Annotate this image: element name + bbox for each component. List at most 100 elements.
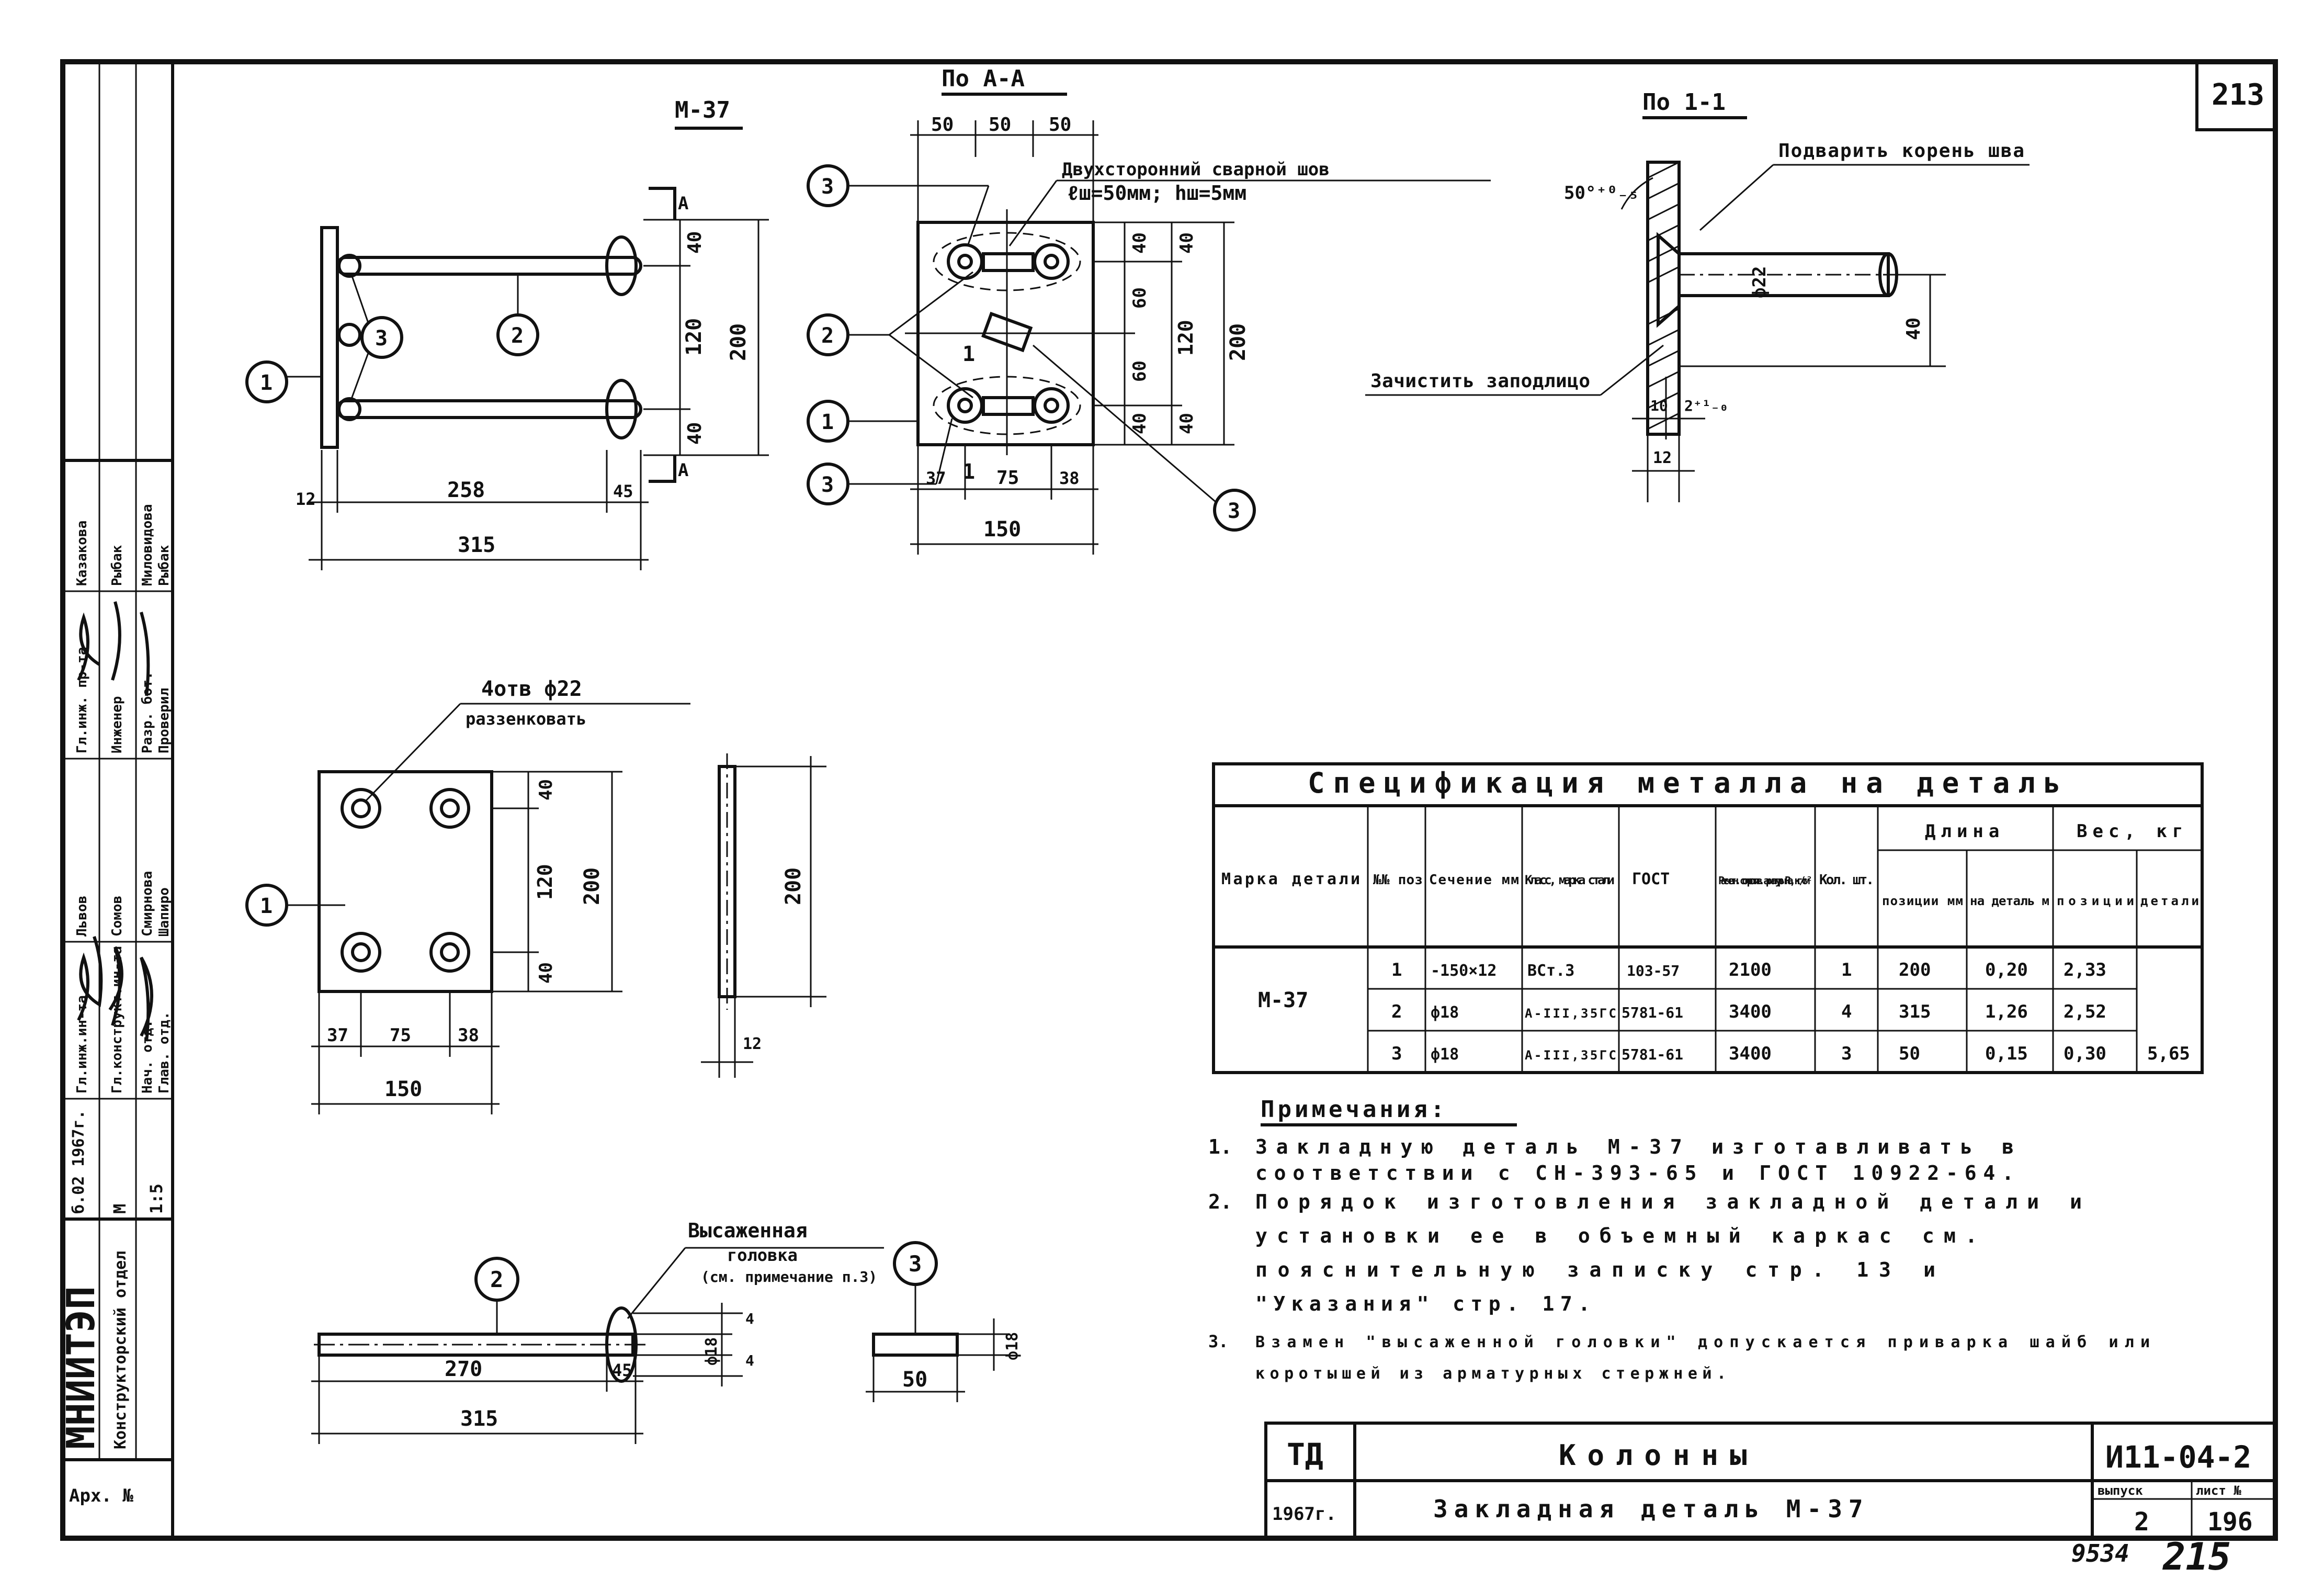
- dim-aa-right-a: 40: [1129, 413, 1150, 434]
- dim-m37-total: 315: [458, 533, 495, 557]
- dim-plate-total-v: 200: [580, 867, 604, 905]
- bar-d4b: 4: [745, 1352, 754, 1369]
- dim-plate-h: 75: [390, 1025, 411, 1046]
- spec-cell: ф18: [1431, 1003, 1459, 1022]
- bar-d4a: 4: [745, 1310, 754, 1327]
- clean-note: Зачистить заподлицо: [1370, 370, 1590, 392]
- spec-h-mark: Марка детали: [1221, 870, 1360, 888]
- dim-aa-right-a: 60: [1129, 287, 1150, 309]
- dim-m37-h2: 120: [682, 318, 706, 356]
- note-line: пояснительную записку стр. 13 и: [1255, 1258, 1935, 1281]
- stamp-name: Львов: [74, 896, 90, 937]
- spec-cell: 3: [1841, 1043, 1852, 1064]
- note-line: Взамен "высаженной головки" допускается …: [1255, 1333, 2150, 1351]
- tb-title1: Колонны: [1559, 1439, 1759, 1472]
- dim-m37-len2: 45: [613, 481, 633, 501]
- callout-1: 1: [260, 371, 273, 395]
- tb-sheet-label: лист №: [2196, 1483, 2241, 1498]
- stamp-name: Казакова: [74, 521, 90, 586]
- tb-issue: 2: [2134, 1507, 2149, 1537]
- bar-dia: ф18: [702, 1337, 721, 1366]
- dim-aa-top: 50: [989, 114, 1011, 136]
- note-line: соответствии с СН-393-65 и ГОСТ 10922-64…: [1255, 1162, 2014, 1185]
- dim-aa-top: 50: [931, 114, 954, 136]
- view-washer: 3 ф18 50: [866, 1241, 1022, 1402]
- spec-h-w-pos: позиции: [2057, 894, 2134, 908]
- head-label: Высаженная: [688, 1219, 808, 1242]
- dim-aa-top: 50: [1049, 114, 1071, 136]
- spec-cell: 2100: [1729, 960, 1772, 980]
- spec-h-weight: Вес, кг: [2077, 821, 2188, 842]
- spec-title: Спецификация металла на деталь: [1308, 766, 2069, 799]
- view-plate: 4отв ф22 раззенковать 1 40 120 40 200 3: [245, 677, 826, 1114]
- note-line: "Указания" стр. 17.: [1255, 1292, 1590, 1315]
- stamp-role: Глав. отд.: [156, 1011, 172, 1093]
- spec-cell: 5781-61: [1622, 1004, 1683, 1021]
- spec-cell: 4: [1841, 1001, 1852, 1022]
- spec-cell: -150×12: [1431, 962, 1497, 980]
- spec-cell: 3: [1391, 1043, 1402, 1064]
- spec-h-section: Сечение мм: [1429, 872, 1519, 888]
- head-note: (см. примечание п.3): [701, 1268, 877, 1285]
- stamp-name: Шапиро: [156, 887, 172, 937]
- dim-aa-right-a: 60: [1129, 360, 1150, 382]
- notes-title: Примечания:: [1261, 1096, 1447, 1123]
- countersink-note: раззенковать: [466, 709, 586, 729]
- dim-m37-len1: 258: [447, 478, 485, 502]
- section-aa-title: По А-А: [942, 65, 1025, 92]
- spec-cell: 1: [1391, 960, 1402, 980]
- spec-cell: 0,20: [1985, 960, 2028, 980]
- dim-plate-h: 37: [327, 1025, 348, 1046]
- spec-h-resist: Расчетн. сопротив. арматуры Ra, кг/см²: [1718, 874, 1812, 887]
- aa-callout-2: 2: [821, 324, 834, 348]
- stamp-name: Рыбак: [109, 545, 125, 586]
- notes: Примечания: 1. Закладную деталь М-37 изг…: [1208, 1096, 2150, 1383]
- bar-callout: 2: [490, 1267, 503, 1292]
- side-stamp: Арх. № МНИИТЭП Конструкторский отдел б.0…: [59, 62, 173, 1506]
- stamp-name: Рыбак: [156, 545, 172, 586]
- tb-sheet: 196: [2207, 1507, 2253, 1537]
- spec-cell: 2,33: [2064, 960, 2106, 980]
- spec-cell: 200: [1899, 960, 1931, 980]
- weld-root-note: Подварить корень шва: [1778, 140, 2024, 162]
- view-m37-title: М-37: [675, 97, 730, 123]
- bar-len2: 45: [612, 1360, 632, 1380]
- view-bar: 2 Высаженная головка (см. примечание п.3…: [311, 1219, 884, 1444]
- dim-plate-h: 38: [458, 1025, 479, 1046]
- plate-callout: 1: [260, 894, 273, 918]
- dim-aa-total-h: 200: [1226, 323, 1250, 361]
- dim-aa-right-b: 40: [1176, 232, 1197, 254]
- spec-h-qty: Кол. шт.: [1819, 872, 1874, 888]
- spec-cell: ф18: [1431, 1045, 1459, 1064]
- spec-h-steel: Класс, марка стали: [1525, 873, 1615, 887]
- spec-cell: 5781-61: [1622, 1046, 1683, 1063]
- tb-code: И11-04-2: [2105, 1439, 2251, 1475]
- sheet-number-box: 213: [2195, 60, 2277, 131]
- spec-cell: 0,15: [1985, 1043, 2028, 1064]
- aa-callout-3: 3: [1228, 499, 1240, 523]
- dim-plate-v: 40: [536, 962, 557, 984]
- stamp-dept: Конструкторский отдел: [111, 1251, 130, 1449]
- stamp-name: Сомов: [109, 896, 125, 937]
- note-line: Закладную деталь М-37 изготавливать в: [1255, 1135, 2014, 1158]
- spec-cell: 103-57: [1627, 962, 1680, 979]
- stamp-name: Смирнова: [140, 871, 155, 937]
- spec-cell: 1,26: [1985, 1001, 2028, 1022]
- dim-11-v: 40: [1903, 318, 1924, 340]
- note-number: 3.: [1208, 1332, 1229, 1351]
- dim-aa-bottom: 75: [996, 467, 1019, 489]
- dim-aa-bottom: 38: [1059, 468, 1080, 488]
- note-number: 1.: [1208, 1135, 1232, 1158]
- spec-cell: 50: [1899, 1043, 1920, 1064]
- view-section-aa: По А-А 50 50 50 Двухсторонний сварной шо…: [807, 65, 1491, 555]
- dim-m37-h3: 40: [684, 422, 706, 445]
- spec-cell: А-III,35ГС: [1525, 1006, 1616, 1021]
- spec-h-gost: ГОСТ: [1632, 870, 1670, 888]
- stamp-archive: Арх. №: [69, 1485, 133, 1506]
- stamp-scale-label: М: [110, 1204, 130, 1214]
- dim-aa-bottom: 37: [926, 468, 946, 488]
- weld-note: Двухсторонний сварной шов: [1062, 159, 1330, 180]
- stamp-scale: 1:5: [146, 1183, 166, 1214]
- dim-plate-side-h: 200: [781, 867, 806, 905]
